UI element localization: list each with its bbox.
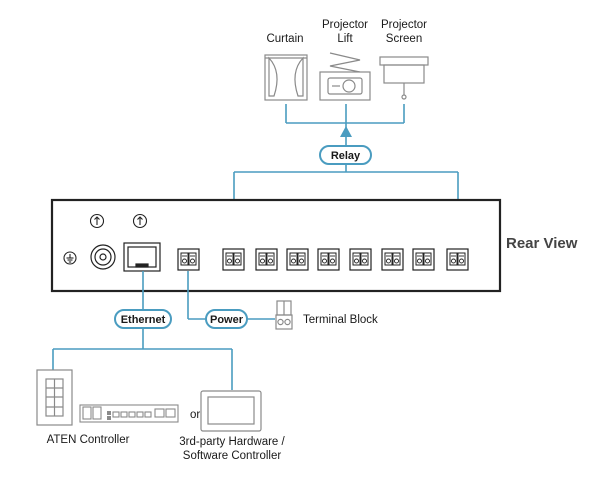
third-party-label-1: 3rd-party Hardware / (179, 436, 285, 448)
rack-controller-icon (79, 404, 179, 423)
aten-controller-label: ATEN Controller (47, 434, 130, 446)
wall-panel-icon (36, 369, 73, 426)
or-label: or (190, 409, 200, 421)
relay-terminal-port (349, 248, 372, 271)
projector-screen-device: Projector Screen (379, 19, 429, 100)
rj45-port-icon (123, 242, 161, 272)
terminal-block-icon (275, 300, 293, 330)
projector-lift-label-1: Projector (322, 19, 368, 31)
relay-terminal-port (412, 248, 435, 271)
ethernet-badge-label: Ethernet (121, 314, 166, 326)
relay-terminal-port (286, 248, 309, 271)
curtain-label: Curtain (266, 33, 303, 45)
rear-panel (50, 198, 502, 293)
curtain-icon (264, 54, 308, 101)
power-badge-label: Power (210, 314, 244, 326)
coax-connector (90, 244, 116, 270)
third-party-label-2: Software Controller (183, 450, 282, 462)
relay-terminal-port (222, 248, 245, 271)
ground-icon (63, 251, 77, 265)
rear-view-label: Rear View (506, 235, 578, 252)
terminal-ports (177, 248, 469, 271)
curtain-device: Curtain (264, 33, 308, 101)
projector-screen-label-2: Screen (386, 33, 422, 45)
usb-icon-2 (132, 213, 148, 229)
projector-screen-label-1: Projector (381, 19, 427, 31)
relay-badge-label: Relay (331, 150, 361, 162)
relay-terminal-port (317, 248, 340, 271)
power-badge: Power (205, 309, 248, 329)
relay-badge: Relay (319, 145, 372, 165)
ethernet-badge: Ethernet (114, 309, 172, 329)
projector-lift-icon (319, 52, 371, 101)
relay-terminal-port (255, 248, 278, 271)
usb-icon-1 (89, 213, 105, 229)
projector-lift-label-2: Lift (337, 33, 353, 45)
projector-lift-device: Projector Lift (319, 19, 371, 101)
monitor-icon (200, 390, 262, 432)
relay-terminal-port (381, 248, 404, 271)
power-terminal-port (177, 248, 200, 271)
terminal-block-label: Terminal Block (303, 314, 378, 326)
relay-terminal-port (446, 248, 469, 271)
projector-screen-icon (379, 56, 429, 100)
relay-arrow (340, 126, 352, 137)
power-connections (187, 271, 275, 320)
